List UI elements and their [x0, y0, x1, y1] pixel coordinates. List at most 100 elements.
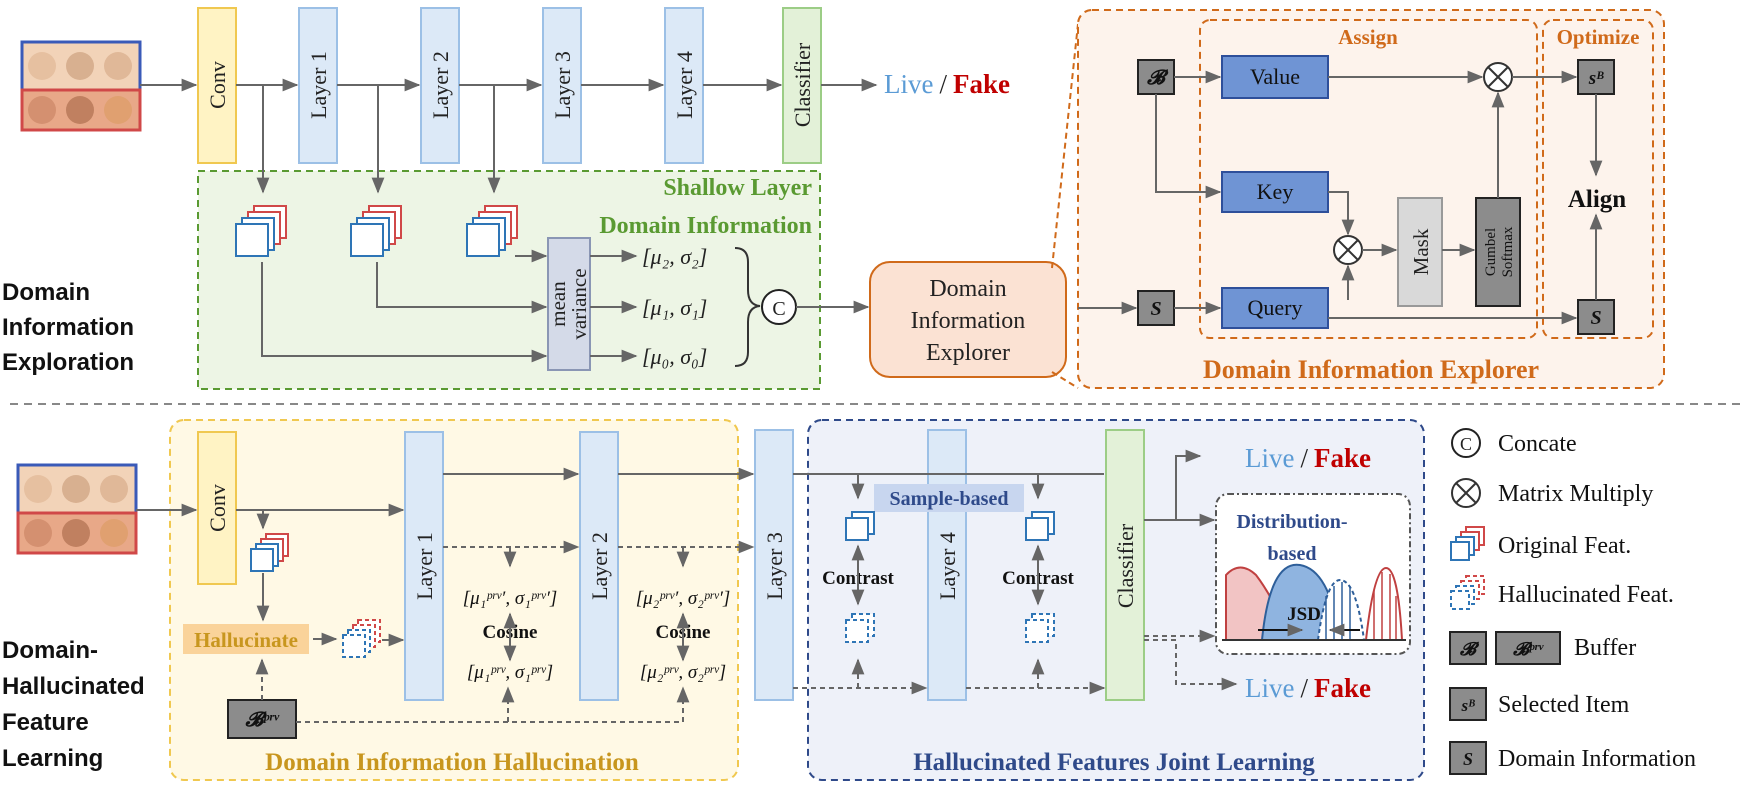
svg-text:Layer 2: Layer 2: [587, 532, 612, 600]
svg-text:Buffer: Buffer: [1574, 635, 1636, 661]
selected-item-box: [1577, 59, 1615, 95]
svg-text:Query: Query: [1248, 295, 1303, 320]
svg-text:sᴮ: sᴮ: [1588, 68, 1604, 89]
svg-text:Sample-based: Sample-based: [890, 488, 1009, 510]
legend-domain-info: S Domain Information: [1449, 741, 1696, 775]
concat-icon: [1451, 428, 1481, 458]
svg-text:Explorer: Explorer: [926, 340, 1010, 366]
svg-text:Information: Information: [2, 314, 134, 341]
layer3-block-top: [542, 7, 582, 164]
svg-text:𝓑: 𝓑: [1146, 67, 1169, 89]
svg-text:Gumbel: Gumbel: [1483, 228, 1499, 276]
layer1-block-top: [298, 7, 338, 164]
svg-text:Conv: Conv: [205, 484, 230, 532]
live-fake-bottom-2: Live/Fake: [1245, 673, 1371, 703]
svg-text:Distribution-: Distribution-: [1236, 511, 1347, 533]
svg-text:Layer 3: Layer 3: [550, 51, 575, 119]
classifier-block-bottom: [1105, 429, 1145, 701]
svg-text:Domain: Domain: [929, 276, 1006, 302]
matmul-icon-2: [1483, 62, 1513, 92]
svg-text:S: S: [1150, 298, 1161, 320]
hallucinated-feature-stack-bottom: [342, 619, 381, 658]
svg-text:Hallucinate: Hallucinate: [194, 628, 298, 652]
conv-block-top: [197, 7, 237, 164]
sample-based-tag: [874, 484, 1024, 512]
svg-text:Key: Key: [1257, 179, 1294, 204]
matmul-icon-1: [1333, 235, 1363, 265]
layer4-block-top: [664, 7, 704, 164]
gumbel-softmax-block: [1475, 197, 1521, 307]
svg-text:Feature: Feature: [2, 709, 89, 736]
svg-text:variance: variance: [567, 268, 591, 339]
feature-stack-1: [350, 205, 402, 257]
face-images-bottom: [16, 463, 138, 555]
face-images-top: [20, 40, 142, 132]
value-block: [1221, 55, 1329, 99]
contrast-feat-orig-2: [1025, 511, 1055, 541]
svg-text:S: S: [1463, 749, 1473, 769]
align-label: Align: [1568, 186, 1626, 213]
hallucination-title: Domain Information Hallucination: [265, 749, 639, 776]
svg-text:Selected Item: Selected Item: [1498, 692, 1630, 718]
key-block: [1221, 171, 1329, 213]
svg-text:C: C: [1460, 434, 1472, 454]
feature-stack-2: [466, 205, 518, 257]
conv-block-bottom: [197, 431, 237, 585]
shallow-title: Shallow Layer: [663, 175, 812, 201]
svg-text:Matrix Multiply: Matrix Multiply: [1498, 481, 1653, 507]
layer2-block-top: [420, 7, 460, 164]
jsd-label: JSD: [1287, 604, 1321, 625]
svg-text:Information: Information: [911, 308, 1026, 334]
feature-stack-0: [235, 205, 287, 257]
domain-info-explorer-box: [869, 261, 1067, 378]
brace: [734, 247, 761, 367]
svg-text:Assign: Assign: [1338, 25, 1398, 49]
svg-text:sᴮ: sᴮ: [1460, 696, 1475, 715]
svg-text:𝓑ᵖʳᵛ: 𝓑ᵖʳᵛ: [244, 709, 280, 731]
svg-text:[μ₂ᵖʳᵛ′, σ₂ᵖʳᵛ′]: [μ₂ᵖʳᵛ′, σ₂ᵖʳᵛ′]: [636, 588, 731, 609]
live-fake-bottom-1: Live/Fake: [1245, 443, 1371, 473]
svg-text:Layer 1: Layer 1: [306, 51, 331, 119]
svg-text:mean: mean: [546, 281, 570, 327]
svg-text:Learning: Learning: [2, 745, 103, 772]
svg-text:Layer 4: Layer 4: [935, 532, 960, 600]
svg-text:𝓑ᵖʳᵛ: 𝓑ᵖʳᵛ: [1512, 639, 1544, 659]
svg-text:[μ₂ᵖʳᵛ, σ₂ᵖʳᵛ]: [μ₂ᵖʳᵛ, σ₂ᵖʳᵛ]: [640, 662, 726, 683]
classifier-block-top: [782, 7, 822, 164]
legend-selected: sᴮ Selected Item: [1449, 687, 1630, 721]
mean-variance-block: [547, 237, 591, 371]
svg-text:Softmax: Softmax: [1500, 226, 1516, 277]
layer1-block-bottom: [404, 431, 444, 701]
svg-text:Original Feat.: Original Feat.: [1498, 533, 1631, 559]
layer2-block-bottom: [579, 431, 619, 701]
live-fake-top: Live/Fake: [884, 69, 1010, 99]
svg-text:Layer 2: Layer 2: [428, 51, 453, 119]
svg-text:Layer 3: Layer 3: [762, 532, 787, 600]
mask-block: [1397, 197, 1443, 307]
svg-text:Layer 4: Layer 4: [672, 51, 697, 119]
stat-mu1: [μ₁, σ₁]: [642, 295, 707, 320]
side-label-top: Domain Information Exploration: [2, 279, 134, 376]
side-label-bottom: Domain- Hallucinated Feature Learning: [2, 637, 145, 772]
domain-info-s-align-box: [1577, 299, 1615, 335]
legend-hallucinated: Hallucinated Feat.: [1450, 575, 1674, 610]
svg-text:Domain: Domain: [2, 279, 90, 306]
contrast-feat-orig-1: [845, 511, 875, 541]
svg-text:Exploration: Exploration: [2, 349, 134, 376]
joint-learning-title: Hallucinated Features Joint Learning: [913, 749, 1315, 776]
svg-text:Optimize: Optimize: [1557, 25, 1640, 49]
assign-box: [1199, 19, 1538, 339]
svg-text:Classifier: Classifier: [790, 42, 815, 127]
svg-text:Domain Information: Domain Information: [599, 213, 812, 239]
contrast-feat-hall-2: [1025, 613, 1055, 643]
query-block: [1221, 287, 1329, 329]
legend-original: Original Feat.: [1450, 526, 1631, 561]
svg-text:based: based: [1268, 543, 1317, 565]
svg-text:𝓑: 𝓑: [1459, 639, 1480, 659]
legend-buffer: 𝓑 𝓑ᵖʳᵛ Buffer: [1449, 631, 1636, 665]
legend-matmul: Matrix Multiply: [1451, 478, 1653, 508]
stat-mu0: [μ₀, σ₀]: [642, 344, 707, 369]
distribution-curves: [1222, 563, 1406, 641]
svg-text:Value: Value: [1250, 64, 1300, 89]
